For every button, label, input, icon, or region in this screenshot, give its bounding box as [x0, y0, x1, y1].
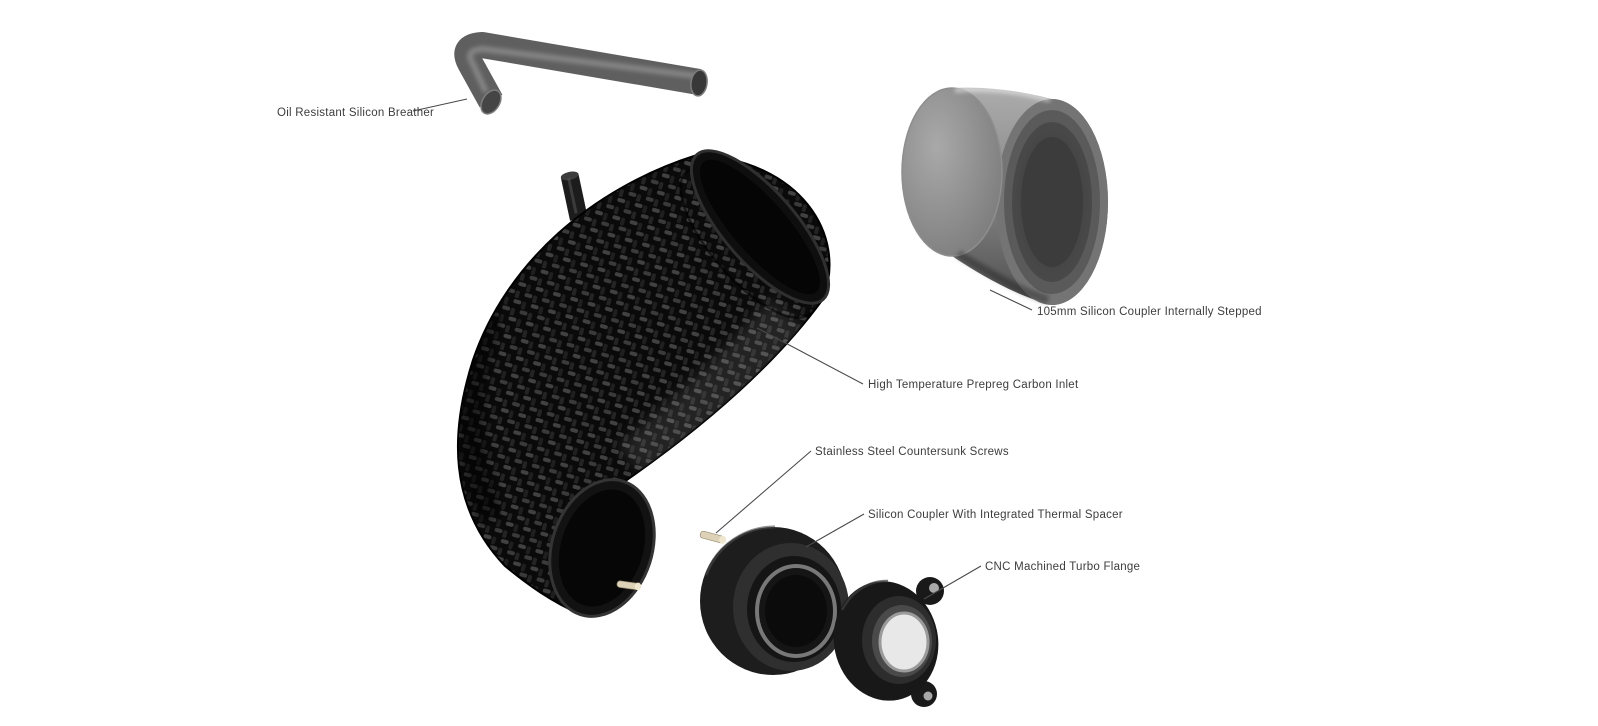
- breather-hose-elbow-end: [480, 89, 502, 115]
- turbo-flange: [833, 577, 944, 707]
- leader-line-screws: [715, 450, 812, 534]
- carbon-pipe-bottom-bore: [558, 489, 646, 607]
- flange-rim-highlight: [840, 579, 889, 611]
- carbon-pipe-top-bore: [700, 159, 820, 295]
- flange-bolt-hole-top: [929, 583, 939, 593]
- leader-line-carbon-inlet: [756, 327, 864, 385]
- label-high-temperature-prepreg-carbon-inlet: High Temperature Prepreg Carbon Inlet: [868, 379, 1079, 391]
- label-silicon-coupler-with-integrated-thermal-spacer: Silicon Coupler With Integrated Thermal …: [868, 509, 1123, 521]
- leader-line-coupler-stepped: [989, 289, 1033, 311]
- coupler-bottom-shade: [955, 250, 1050, 304]
- breather-hose: [454, 32, 708, 115]
- breather-hose-open-end: [690, 69, 708, 97]
- carbon-inlet-pipe: [456, 149, 831, 618]
- countersunk-screws: [616, 530, 727, 591]
- spacer-groove-ring: [755, 564, 837, 658]
- coupler-far-end: [901, 87, 1003, 257]
- label-silicon-coupler-internally-stepped: 105mm Silicon Coupler Internally Stepped: [1037, 306, 1262, 318]
- silicon-coupler-stepped: [901, 86, 1108, 305]
- leader-lines: [412, 98, 1033, 600]
- countersunk-screw: [699, 530, 727, 544]
- spacer-bore: [765, 575, 827, 647]
- spacer-rim-highlight: [704, 525, 776, 576]
- flange-through-hole: [880, 613, 928, 671]
- label-oil-resistant-silicon-breather: Oil Resistant Silicon Breather: [277, 107, 435, 119]
- coupler-top-highlight: [954, 86, 1051, 103]
- leader-line-thermal-coupler: [805, 513, 865, 548]
- breather-port-nipple: [560, 171, 588, 221]
- thermal-spacer-coupler: [700, 525, 849, 675]
- flange-hole-lip: [878, 611, 930, 673]
- breather-hose-highlight: [467, 45, 698, 94]
- coupler-bore: [1021, 137, 1083, 267]
- leader-line-breather: [412, 98, 468, 112]
- countersunk-screw: [616, 580, 642, 591]
- label-cnc-machined-turbo-flange: CNC Machined Turbo Flange: [985, 561, 1141, 573]
- flange-bolt-hole-bottom: [923, 691, 933, 701]
- leader-line-turbo-flange: [923, 565, 982, 600]
- label-stainless-steel-countersunk-screws: Stainless Steel Countersunk Screws: [815, 446, 1009, 458]
